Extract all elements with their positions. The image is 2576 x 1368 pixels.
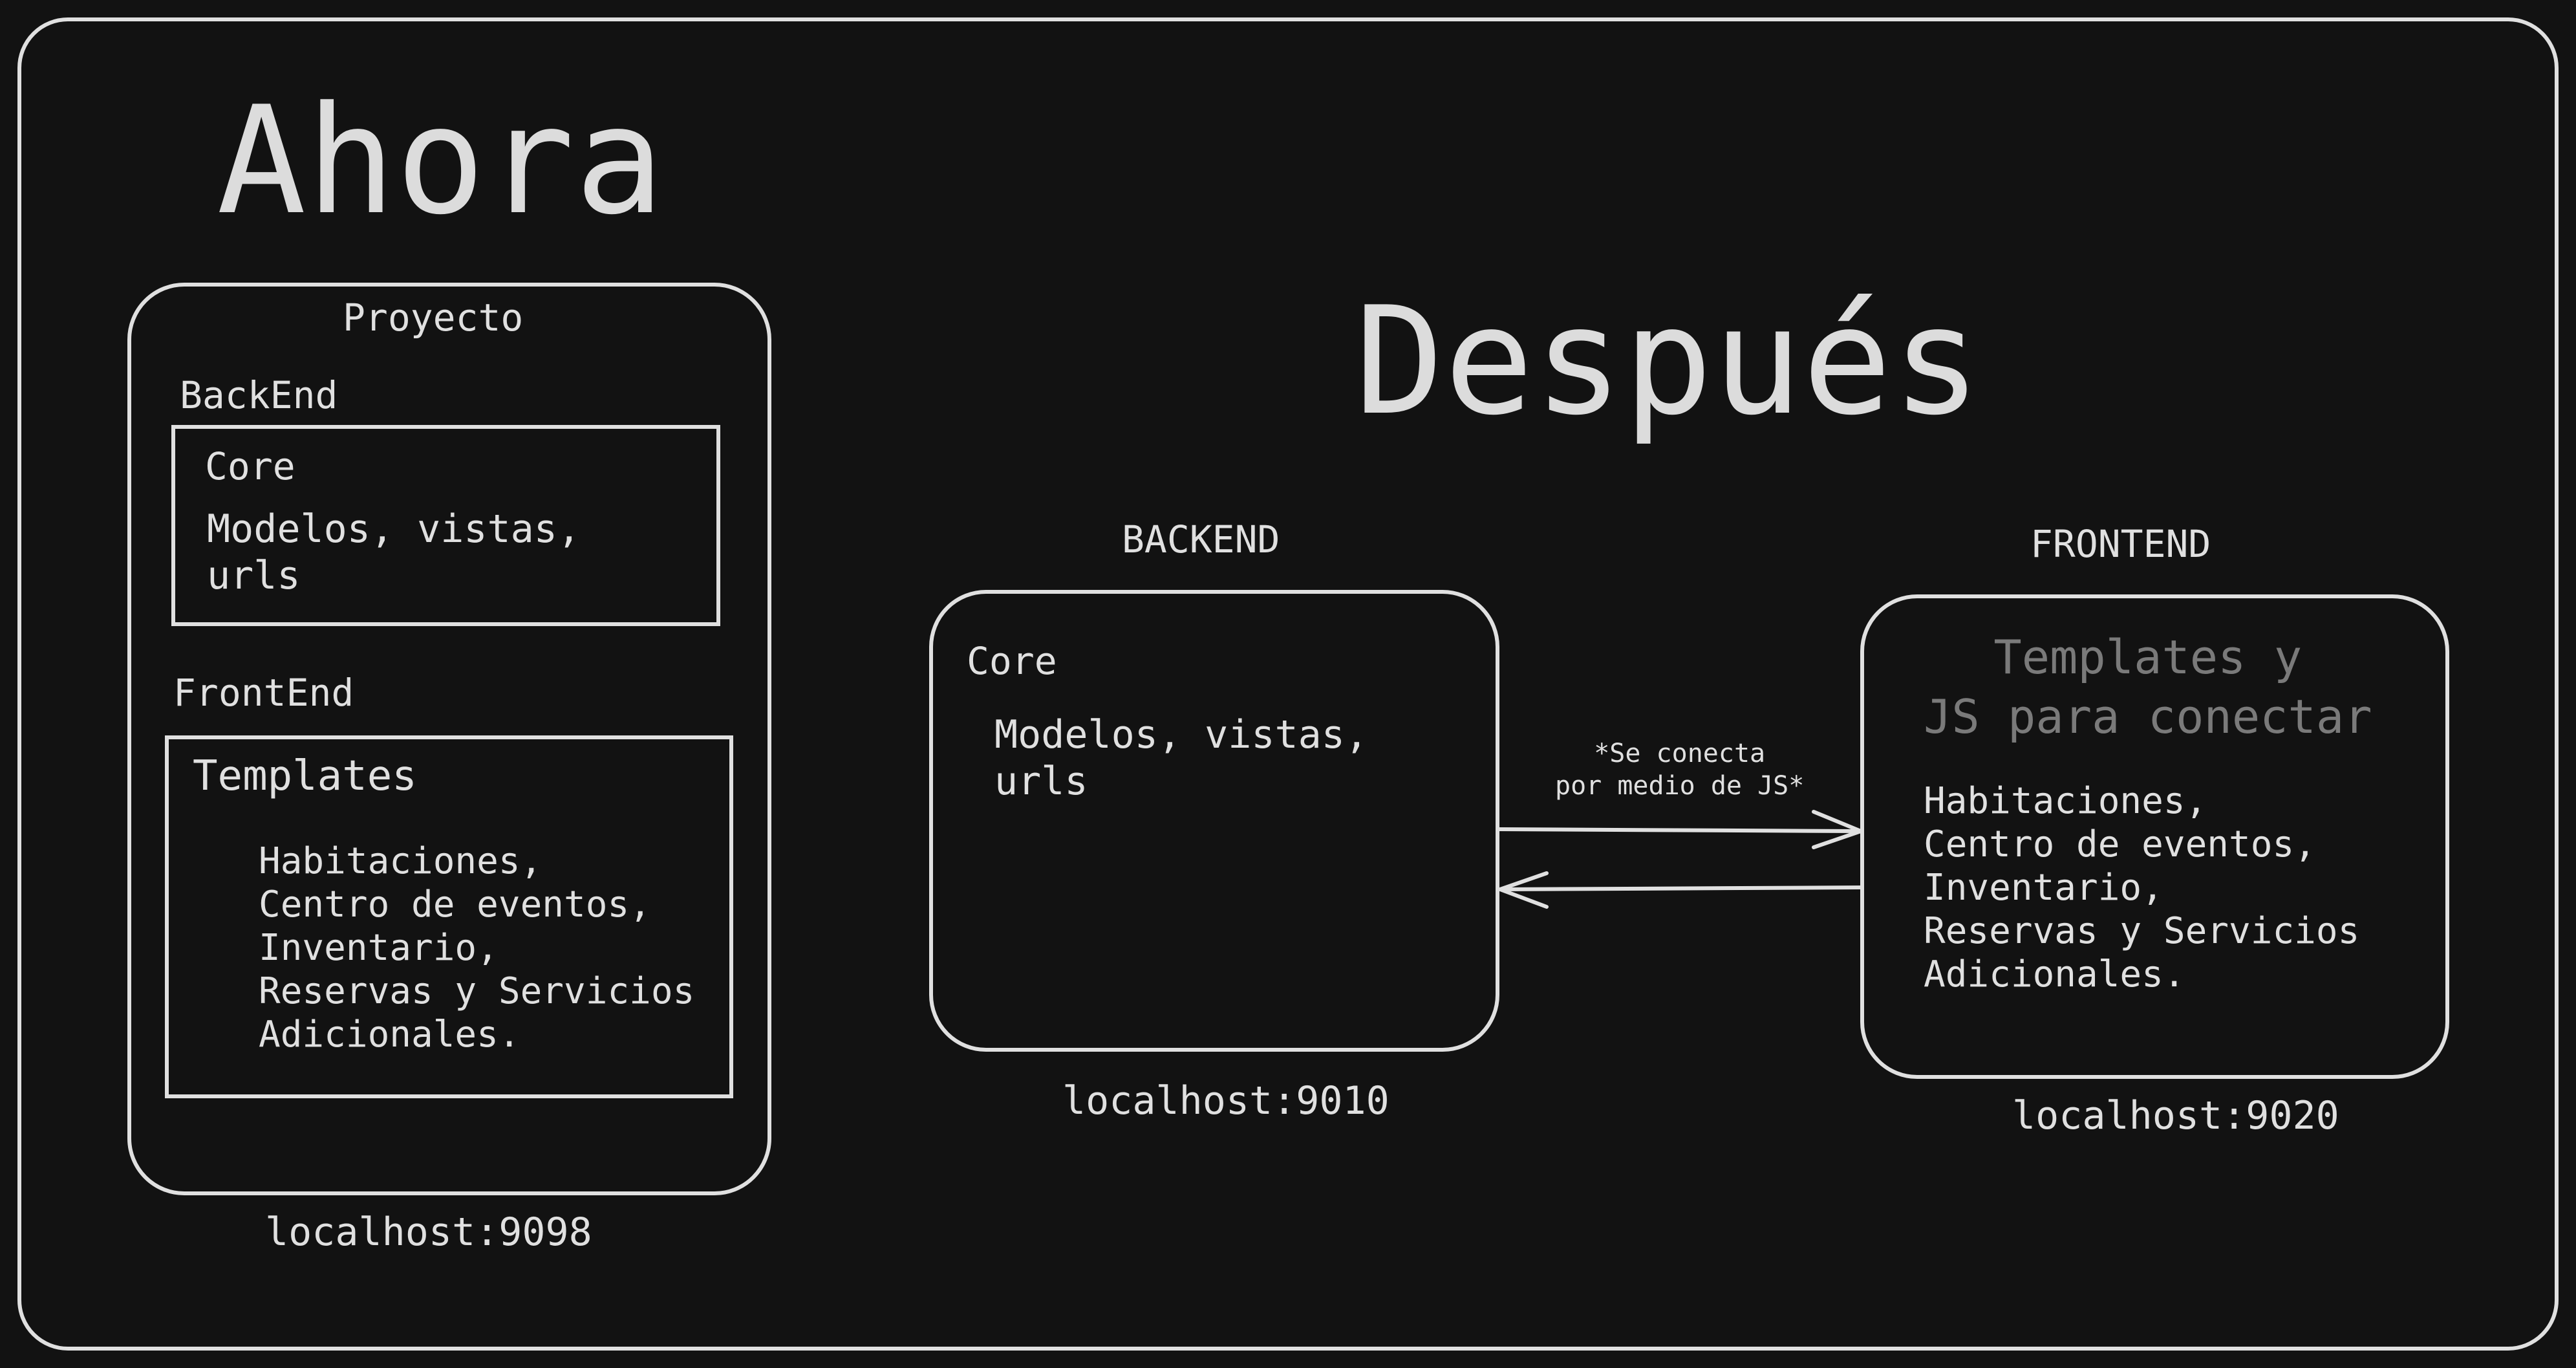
despues-backend-host: localhost:9010 — [1062, 1078, 1390, 1124]
arrow-frontend-to-backend — [1499, 885, 1864, 891]
despues-backend-heading: BACKEND — [1122, 517, 1280, 561]
ahora-templates-box — [165, 735, 733, 1098]
ahora-host: localhost:9098 — [265, 1210, 592, 1255]
ahora-core-text: Modelos, vistas, urls — [207, 506, 581, 598]
outer-frame — [17, 17, 2559, 1351]
ahora-core-box — [171, 425, 720, 626]
ahora-backend-label: BackEnd — [180, 373, 338, 417]
ahora-title: Ahora — [217, 75, 665, 248]
despues-backend-core-label: Core — [967, 639, 1057, 683]
despues-title: Después — [1355, 276, 1982, 448]
project-label: Proyecto — [343, 296, 524, 340]
ahora-templates-text: Habitaciones, Centro de eventos, Inventa… — [259, 840, 695, 1056]
despues-backend-box — [929, 590, 1499, 1052]
project-container — [127, 283, 771, 1195]
ahora-core-label: Core — [205, 444, 295, 488]
despues-frontend-heading: FRONTEND — [2030, 522, 2211, 566]
ahora-templates-label: Templates — [193, 752, 417, 800]
arrow-backend-to-frontend — [1496, 827, 1861, 833]
despues-frontend-host: localhost:9020 — [2012, 1093, 2339, 1138]
despues-frontend-box — [1860, 594, 2449, 1079]
connection-note: *Se conecta por medio de JS* — [1555, 739, 1805, 801]
arrowhead-left — [1498, 871, 1549, 909]
despues-backend-core-text: Modelos, vistas, urls — [994, 712, 1368, 804]
despues-frontend-text: Habitaciones, Centro de eventos, Inventa… — [1924, 780, 2360, 995]
ahora-frontend-label: FrontEnd — [173, 671, 354, 715]
despues-frontend-title: Templates y JS para conectar — [1924, 630, 2372, 744]
arrowhead-right — [1812, 810, 1863, 849]
